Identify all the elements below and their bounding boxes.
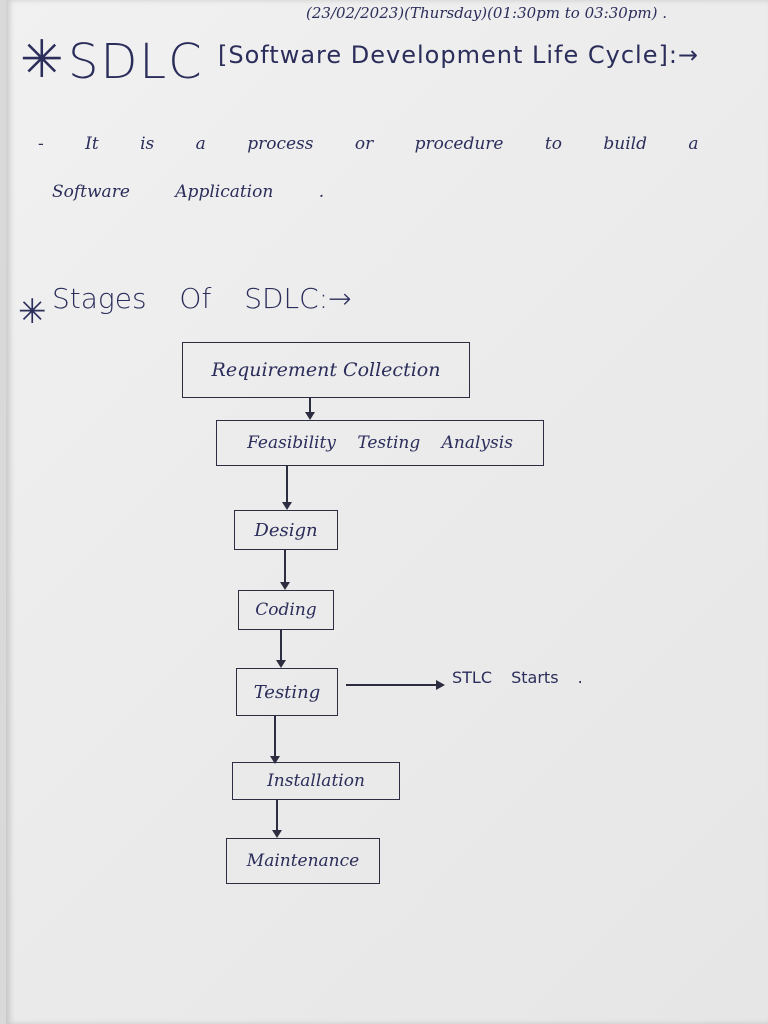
notebook-page: (23/02/2023)(Thursday)(01:30pm to 03:30p… <box>6 0 768 1024</box>
flow-step-design: Design <box>234 510 338 550</box>
flow-arrow-line <box>280 630 282 662</box>
flow-arrow-line <box>284 550 286 584</box>
arrow-down-icon <box>276 660 286 668</box>
stages-heading: Stages Of SDLC:→ <box>52 282 352 315</box>
title-expansion: [Software Development Life Cycle]:→ <box>218 20 699 90</box>
bleed-through-text <box>116 98 121 116</box>
flow-step-testing: Testing <box>236 668 338 716</box>
flow-step-label: Installation <box>267 771 365 791</box>
arrow-down-icon <box>272 830 282 838</box>
flow-step-label: Coding <box>255 600 317 620</box>
flow-step-feasibility: Feasibility Testing Analysis <box>216 420 544 466</box>
arrow-down-icon <box>305 412 315 420</box>
title-star-icon: ✳ <box>20 30 64 90</box>
page-title: SDLC <box>68 34 204 90</box>
definition-line-2: Software Application . <box>52 182 325 202</box>
flow-step-coding: Coding <box>238 590 334 630</box>
flow-arrow-line <box>286 466 288 504</box>
definition-line-1: - It is a process or procedure to build … <box>38 134 699 154</box>
stages-star-icon: ✳ <box>18 292 47 332</box>
flow-arrow-line <box>276 800 278 832</box>
flow-step-label: Maintenance <box>246 851 360 871</box>
flow-step-requirement-collection: Requirement Collection <box>182 342 470 398</box>
flow-step-label: Design <box>254 519 318 541</box>
title-expansion-text: [Software Development Life Cycle]:→ <box>218 41 700 69</box>
flow-step-label: Testing <box>253 681 321 703</box>
flow-step-maintenance: Maintenance <box>226 838 380 884</box>
arrow-right-icon <box>436 680 445 690</box>
flow-step-label: Feasibility Testing Analysis <box>247 433 513 453</box>
flow-arrow-line <box>309 398 311 414</box>
arrow-down-icon <box>282 502 292 510</box>
arrow-down-icon <box>270 756 280 764</box>
flow-step-installation: Installation <box>232 762 400 800</box>
date-line: (23/02/2023)(Thursday)(01:30pm to 03:30p… <box>306 4 668 22</box>
arrow-down-icon <box>280 582 290 590</box>
flow-arrow-line <box>274 716 276 758</box>
flow-step-label: Requirement Collection <box>211 359 441 381</box>
stlc-arrow-line <box>346 684 440 686</box>
stlc-note: STLC Starts . <box>452 668 583 687</box>
